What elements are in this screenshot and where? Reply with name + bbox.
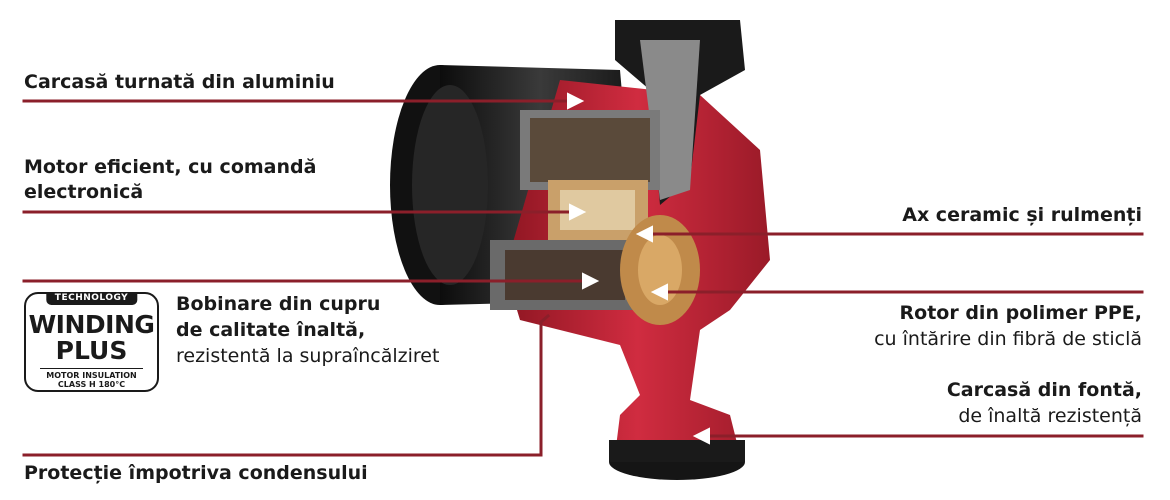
badge-word-winding: WINDING	[28, 310, 155, 339]
badge-word-plus: PLUS	[55, 336, 128, 365]
label-rotor-line1: Rotor din polimer PPE,	[899, 302, 1142, 324]
arrowhead-winding	[582, 272, 600, 290]
label-motor-line1: Motor eficient, cu comandă	[24, 156, 317, 178]
callout-line-condensation	[22, 313, 551, 457]
badge-divider	[40, 368, 143, 369]
arrowhead-shaft	[635, 225, 653, 243]
arrowhead-cast-iron	[692, 427, 710, 445]
label-condensation: Protecție împotriva condensului	[24, 462, 368, 484]
label-aluminium-housing: Carcasă turnată din aluminiu	[24, 71, 335, 93]
label-rotor-line2: cu întărire din fibră de sticlă	[874, 328, 1142, 350]
label-winding-line1: Bobinare din cupru	[176, 293, 381, 315]
arrowhead-rotor	[650, 283, 668, 301]
badge-insulation-line1: MOTOR INSULATION	[46, 371, 137, 380]
label-winding-line3: rezistentă la supraîncălziret	[176, 345, 440, 367]
arrowhead-housing	[567, 92, 585, 110]
winding-plus-badge: TECHNOLOGY WINDING PLUS MOTOR INSULATION…	[24, 292, 159, 392]
badge-insulation-line2: CLASS H 180°C	[57, 380, 126, 389]
label-winding-line2: de calitate înaltă,	[176, 319, 366, 341]
label-cast-iron-line2: de înaltă rezistență	[958, 405, 1142, 427]
label-motor-line2: electronică	[24, 181, 144, 203]
label-shaft: Ax ceramic și rulmenți	[902, 204, 1142, 226]
arrowhead-motor	[569, 203, 587, 221]
label-cast-iron-line1: Carcasă din fontă,	[946, 379, 1142, 401]
badge-technology-tag: TECHNOLOGY	[45, 292, 138, 305]
